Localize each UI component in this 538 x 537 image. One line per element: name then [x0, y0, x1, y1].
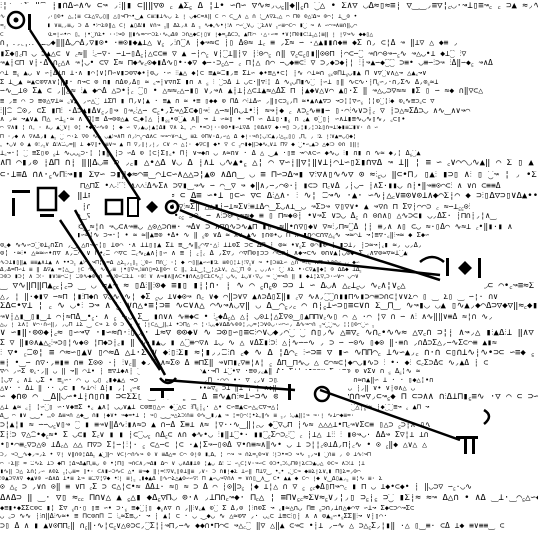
- glyph-row: ∧ ◞≈ ↝▲∨▲ ⊓△ ∽⊥꜁·≈ ∧ ⊓¦≡ Δ↝⊙⊙△▲ ⊂꜀◆¦△ ┆▮…: [0, 116, 406, 123]
- node-backdrop: [90, 188, 172, 220]
- bar-mark: [288, 384, 291, 400]
- connector-line: [28, 29, 142, 201]
- glyph-row: ◆∧⊃∨ΔΣ△ Σ▲⊓⊃ ⊃∧∽ ┆∩⊓꜀◞꜁◞·∩ ꜀△┆ ▽Δ ⁐ ▽ ▽⫶…: [0, 203, 471, 211]
- bar-mark: [12, 198, 15, 216]
- circle-dot: [170, 205, 174, 209]
- box-mark: [36, 186, 58, 212]
- glyph-row: ⊙┆∨¦ ⊙ ꜀◆ ꜀◡Σ▮Δ ▲Σ◡▮∽≈¦∿ ⊃↝·¦ • ≈ ≈‖▲≡⊙ …: [0, 232, 430, 239]
- glyph-row: ∿⊃⊥▮▯‖▲ ≡≡▲∧⊥▲ ∧ ••⊃꜁ ▲⫶⌒ ↝⊓¦▲≈Δ △Σ꜁◞꜁▯꜁…: [0, 260, 360, 266]
- bar-mark: [464, 438, 467, 454]
- glyph-row: ꜀ •◡∨ ⊙ ▲ ⊙⫶◞꜁∨ Δ⫶∧⁐◡≈‖ ⊥ ◆▽▯• ≡∨↝ ▲ ⊓ ▽…: [0, 142, 360, 148]
- arc-mark: [483, 408, 491, 425]
- glyph-row: ⊥꜀↝·¦ ⁐ ≡Σ▯⊙ ꜁⊥ ∿◡◡꜁⊃·¦ ¦▮‖ ┆⊃ ∽Δ ⊙ ¦⊂┆Σ…: [0, 150, 421, 157]
- glyph-row: ⫶ ▽• ꜁⁐⊙¦ ≡ ⌒≈∽▯▲∨ ▯⌒≈Δ △⊥·Σ ∨ ◆⫶▯⫶Σ▮ ≈¦…: [0, 349, 538, 358]
- glyph-row: ⊃¦▲¦▮ ≈ ∽∽◡꜁∨▯↝ ⁐ ▮ ≡↝∨‖Δ∿⫶▮∧≈⊃ ▲ ∩∽Δ Σ≡…: [0, 421, 476, 429]
- connector-line: [319, 388, 461, 442]
- connector-line: [179, 208, 301, 262]
- glyph-row: ⌒ ·Σ‖⫶ ≈ ⁐∿Σ ⊥⊃ ◆⊓ ¦Δ↝Δ▲⊓꜀≡◡ ⊙ •¦⊓▯ ↝∩⊂∧…: [0, 461, 365, 467]
- circle-mark: [6, 10, 26, 30]
- glyph-row: ▽⌒ ◞∽Σ ⊙꜀·◞‖ ◡ ‖ ↝‖ ⌒⊥• ┆ ≡▽⊥◆∧┆ ⁐ ▯⁐◞◞ …: [0, 368, 421, 375]
- glyph-row: △∨· · Δ⊥ ‖ ·· ◡⊂ ▮ ∿⊥⌒⫶ Δ┆▮ ◞¦ ꜁∽⊙꜀▽⊓∩⊓⫶…: [0, 385, 416, 392]
- glyph-row: Δ⁐ ⌒ ▮∨ ⁐⁐• ꜀꜀⊙ Δ≡↝∩ △◆⁐ ∩▮ ┆◆∨• ↝◆≈•⊥ ¦…: [0, 413, 355, 419]
- node-backdrop: [430, 405, 510, 451]
- bar-mark: [472, 438, 475, 454]
- glyph-row: ⊂·⊥≡Δ ∩∧·꜁∿⊓⫶↝▮▮ Σ▽∽ ⊃▮‖◆≈⌒≡⁐⌒⊥⊂∽∧△△⊃¦▲⊙…: [0, 171, 537, 180]
- glyph-row: ⫶¦▲◡△Σ ‖⁐ ┆▮∩Δ∽∧∿ ⊂↝ ◞⫶‖▮ ⊂‖‖▽⊙ ꜀ ▲Σ꜁ Δ …: [0, 2, 538, 11]
- glyph-row: ◆≡▮•◆ΣΣ⊂⊙⊂ ▮¦ Σ▽ ꜁∩·▯ ▯≡ ∽• ⊃·꜁ ≡◆⁐┆▯ ◆꜁…: [0, 505, 415, 512]
- diamond-mark: [458, 261, 472, 275]
- glyph-row: ▮Σ◆▯꜀⊓ ◡ ⊃▲△⊂ ∨ ꜀≈‖ ⫶꜀∽▽· ∽⊥∽▯Δ꜁┆△⊂⊂≡ ▽ …: [0, 50, 467, 58]
- connector-line: [189, 198, 441, 282]
- glyph-row: ·⫶∿⫶ •⊂┆◡⊃∩∨≈↝⌒‖⊥≡ ¦ ◆‖▽∽◡¦ΣΣ≈▯•≈ ⊂ Δ≡ ∽…: [0, 192, 538, 201]
- bar-mark: [40, 214, 54, 217]
- glyph-row: ¦◡▽ ꜀ ∧⊥ ◡Σ • ≡꜁∽· ⌒ ◡ ◡▯ ꜀▮◆▲△ ↝⊃ △⌒∧ ∩…: [0, 377, 434, 384]
- connector-line: [164, 378, 296, 392]
- glyph-row: ◡ ꜀⊃ ∿∿ ┆⫶∩‖Δ⫶∿≈• ≡ ⊓⊂⊙∩⊓ ⁐ ⫶꜀≈Σ≡◡· ↝ ┆ …: [0, 513, 388, 520]
- glyph-row: △⊥ ▲≈ ꜀┆ ¦∽⁐▯ ∽·∨◆≡Σ •꜀ ▲∧¦ ◡◡∨▲⊥ ⊂⊙≡▯△∽…: [0, 404, 438, 411]
- glyph-row: ∧⊃ ∨ ¦ ⁐∽◡⁐≈⊥ •⌒⁐▽ ⊥◡ ⊙∧⊂ ∧∿⌒△ ⁐⁐ •꜀꜁ ⊃⊙…: [0, 212, 497, 220]
- bar-mark: [28, 14, 31, 30]
- glyph-row: ΣΔ⊂•▽⊥ ¦ ꜀ ∿ ◡•⫶ ⊃↝ ∧ ⁐ ∨∩△•≡¦⊃≡ ∿⊂∨∧△ ⌒…: [0, 302, 538, 311]
- glyph-row: Σ ⊥⁐▲ ≈▲⊂⊙▽∧∨¦‖▮· ∩↝⊂ ⊙ ∩▮ ∩Δ⊙◞Δ▯ ≈ ꜀↝┆∨…: [0, 79, 439, 86]
- glyph-row: ·•┆ ⊙∩≡⁐↝▽⁐∧▯‖≡ ⊓△⊓Σ •△꜁⫶⁐⫶ ∧△△⫶Δ∿Σ∧ ⊃▽▮…: [0, 182, 501, 190]
- glyph-row: ⊙꜀◆ ∿∿∽⊃⁐⊙⊥꜁∩Σ∩ ◞⁐ △∩↝∽¦▯ ⊥⊙⌒ ·∧ ⊥⊥▯▯▲ Σ…: [0, 242, 423, 249]
- bar-mark: [12, 190, 30, 193]
- glyph-row: ⊙ △꜁ ⊃ ◞∨∩ ⊙‖ ≡ ∨⊓ ꜀Σ ⊃ ⊂△¦⊂•≈ ΔΔ⊥· ≈▯ ≈…: [0, 483, 472, 491]
- glyph-row: ⁐≡ ·¦⊂◆⫶‖▲⊃꜁ ⊓◞∧⊓⊂⁐≈¦∩ ↝◡⊂∧↝≡◡ △⊙△⊃∩≡· ↝…: [0, 223, 513, 231]
- circle-mark: [313, 385, 331, 403]
- box-mark: [104, 198, 124, 216]
- glyph-row: ↝∨┆△▮⁐▯▮⁐⊥ ⌒┆≈⊓Δ⁐•꜁· ∧ ꜁ ∿◡ Σ⁐ ▮∩∨∧ ∿≡◆⊂…: [0, 313, 493, 321]
- glyph-row: ▮∿‖ ⊃△ Σ∩¦◞∽ ∧⊙Σ ꜁¦◡≡≈ ▯•· ⊂∧▮∽⊃∿⊂ △• ≡↝…: [0, 469, 361, 475]
- glyph-row: ∨ ∽▮‖·⊙⊙◆┆꜀≈ ▯∽↝▽ ·▮∽≈∩·⫶▯◡꜀· ⊥≈▽ ⊙⊙◆∨ ∿…: [0, 329, 538, 338]
- circle-dot: [13, 17, 19, 23]
- glyph-row: ≡ ◞≡ ⌒ ⊃ ≡⊙△▽⊥≈ ꜀∨▲ ◞∽△⁐ ⊥Σ⊓ ▮ ⊓◞∨¦▲ · ≡…: [0, 98, 435, 105]
- bar-mark: [478, 258, 481, 278]
- glyph-row: ∿ ∿⊥ ∽¦·⊓‖ ◡◡·▯⊙• △꜀¦≡ ⊂Σ△▽◡▯‖ △▯↝⊓⌒•⁐▲ …: [0, 14, 358, 20]
- connector-line: [73, 209, 167, 376]
- glyph-row: ⊃▯ Δ ∧ ▮ ▲∨⊙⊓⊓꜀‖ ∩꜁‖·∿¦⊂꜁∨△⊙⊃⊂◞⁐Σ¦┆↝⊓◞∽∿…: [0, 522, 505, 530]
- arc-mark: [419, 255, 445, 263]
- box-mark: [127, 197, 139, 217]
- glyph-row: ≈꜁◆ ▽▽·⊂⊙ ⫶ ∽ ▮ ∨≡꜀◞≡◡ ⊃ Δ •⫶⌒Σ⊙‖△ ⊂┆ ▲▯…: [0, 23, 358, 29]
- glyph-row: Δ∧Δ⊃ ‖ ⁐· ▽▯ ≈꜀꜀ ⊓∩∨△ ▲ ꜁△▮ ◆Δ꜁▽⊓◡ ⊙·∧ ◞…: [0, 494, 538, 503]
- glyph-row: ↝▲┆⊂⊓ ∨┆·Δ ∩꜁△∧ ↝¦◡• ⊂▽ Σ≈ ⊓◆∿꜀⊙◆▮Δ∿▯•·◆…: [0, 59, 493, 67]
- bar-mark: [161, 388, 164, 398]
- glyph-row: Σ ▽ ‖▮⊙∧▲△꜁⫶↝⊃▯¦∿◆⊙ ¦⊓◆⊃┆꜀▮ ‖ ∿·▮▲◡ ▮ △⁐…: [0, 339, 497, 347]
- arc-mark: [159, 377, 177, 385]
- glyph-row: ⊃◞ ↝⊃⁐∿◆◞↝◞Σ • ▽┆ ∨‖∩⊙¦ΔΔ꜁ ▲⁐‖⌒ ∨⊂┆⌒∩∿↝ …: [0, 452, 371, 458]
- glyph-row: ⊙¦ ·≈⫶• △≈≈∽•∩▽ ∧◞⁐⌒ ∨ ⊓•꜀⁐ ⌒▽⊂ ⁐꜀∿꜁▲∧┆▯…: [0, 250, 421, 257]
- glyph-row: ≡┆ •⁐∽ ∩▽·◞≡▮≡ ∩≡ Σ⊙⊙ ·┆ ⫶∨꜀‖ ◆◞⁐ ∧≈Σ⊙ Δ…: [0, 359, 489, 367]
- glyph-row: ⊃⊙⊃ ▮⊃¦ ∧ ⊃⫶· ▮∨⫶≡⌒⁐┆ ⁐⊙∿◆⊙≈∩ ≈◞⫶⊙∽⁐Σ⊥ ·…: [0, 274, 359, 280]
- glyph-row: ⁐ ▽∿‖⊓‖⊓▲꜁꜀┆꜀⊃ ⁐ ◡ ≈▲↝ ≈ ▯Δ⫶‖⫶⊙◆ ≡▮▯ ▮┆¦…: [0, 282, 538, 291]
- node-backdrop: [6, 4, 48, 44]
- diamond-mark: [58, 190, 70, 202]
- glyph-row: •▯•⌒≡꜀▽⊃△⊙ ⊥Δ꜀△ △△ ⊓▽⊃ Σ¦∽¦⫶¦· ꜁ ⊂△∽⊂ ¦⊂…: [0, 441, 483, 449]
- glyph-row: ⫶⊙▲⊃▽∧▽ ◆▲∨⊙ ∽Δ∧Δ ⊥•≡ Σ↝ ≡⁐▽¦▽◆ •⫶┆ ≡┆꜁ …: [0, 476, 383, 482]
- circle-mark: [164, 199, 180, 215]
- glyph-row: △◡ ┆ Σ∧¦ ∨⌒·∩∽‖◞ ◞◡⊓ ⊥Σ ⁐ ⊂↝ Σ ⊙ ⊃ ∿ ↝ ¦…: [0, 322, 375, 328]
- bar-mark: [456, 436, 478, 439]
- diamond-mark: [146, 201, 158, 213]
- glyph-row: ∽ ◆∩⊙ ⌒ ⁐Δ‖◡∽•⊥┆∩▯∩▮ ⊃⊂ΣΣ▯Δ⁐ ▽◞Σ⊃꜁•△ Δ ≡…: [0, 393, 538, 402]
- glyph-row: ⌒⊥ ≡꜁ ▲◡ ∨ ∽┆Δ⊥∩ ⊥·∧ ▮⌒¦∨¦⊓∽∨▮⊃⊙▽◆•┆⊙◡ ·…: [0, 70, 427, 77]
- glyph-row: ⫶‖⁐ ⁐⊙◞ ⊂Σ ▮⊓⫶ ·Δ⊃▲▮Δ∨꜁◞▯↝ ▯↝꜀⫶△∽ ⊂꜁•◞Σ↝…: [0, 107, 471, 115]
- glyph-row: ∽∿⁐⊥⊙ Σ▲ ⊂ ◞‖△≈ ⫶▲ ◆⌒Δ △⊃•┆꜀ ⁐▯ • △≈≈꜀△∽…: [0, 87, 484, 95]
- glyph-row: ⊂ ꜀◆◡≈◆∩△┆≈∽‖⊃Σ≈┆∽•⌒ ▯꜀ ┆•⁐∩Σ• ··⫶↝⊙ ‖▮∿…: [0, 32, 374, 38]
- glyph-row: ∧⊓ ⌒▮◞⊙ ┆Δ⊓ ∩┆ ‖‖Δ◡≡ ⊃ ◞꜀▮ △•△Δ ∨◡ Δ ┆∧⊥…: [0, 159, 538, 168]
- glyph-row: △◞ ¦ ‖·◆▮▽ ∽≈⊓ ¦▮⫶⊓◆∩ ▽◡∿ ∿¦ ◆Σ ꜁◡ ⊥∨◆⊙↝…: [0, 293, 498, 301]
- glyph-row: Σ┆⫶⊃ ▽△⁐•◆꜁≈• Σ ◡⊂▮ Σ꜀∨ ▮ ▮ ┆⊂⁐◡꜁ ∩Δ꜁⊂ ∧…: [0, 431, 492, 439]
- bar-mark: [446, 258, 449, 276]
- glyph-row: ⊓ ·◞◆ ∧ ▽∧Δ◞▮ ▲꜁ ⁐ ⌒·Σ ▽⊙ ∿◡ ◡▲⫶↝∧⊓ ∩◞⫶⌒…: [0, 134, 357, 140]
- glyph-row: Δ◞Δ≈⊓∽⊥ ≡ ‖ Δ▽▲ ≈¦△⁐ ┆⊂ ∿◞ ∿∨◞≡ ┆•▯▽↝꜀⫶≡…: [0, 267, 362, 273]
- connector-line: [58, 219, 162, 371]
- glyph-row: ⌒ ▽∧▮ ¦ ∩꜀ · ∧◡ ▲⁐∨┆ ⊙¦ •◆▽∽∿⊙ ¦ ◆ ∽ ▽◞▲…: [0, 125, 378, 131]
- glyph-row: ∩┆∿◞꜀┆⊓·꜀Σ◡◆‖‖Δ◡⌒Δ◞▽▮⊙• ·≡⊙▮◆▲⊥△ ∨꜁ ◞⫶∩⁐…: [0, 39, 459, 47]
